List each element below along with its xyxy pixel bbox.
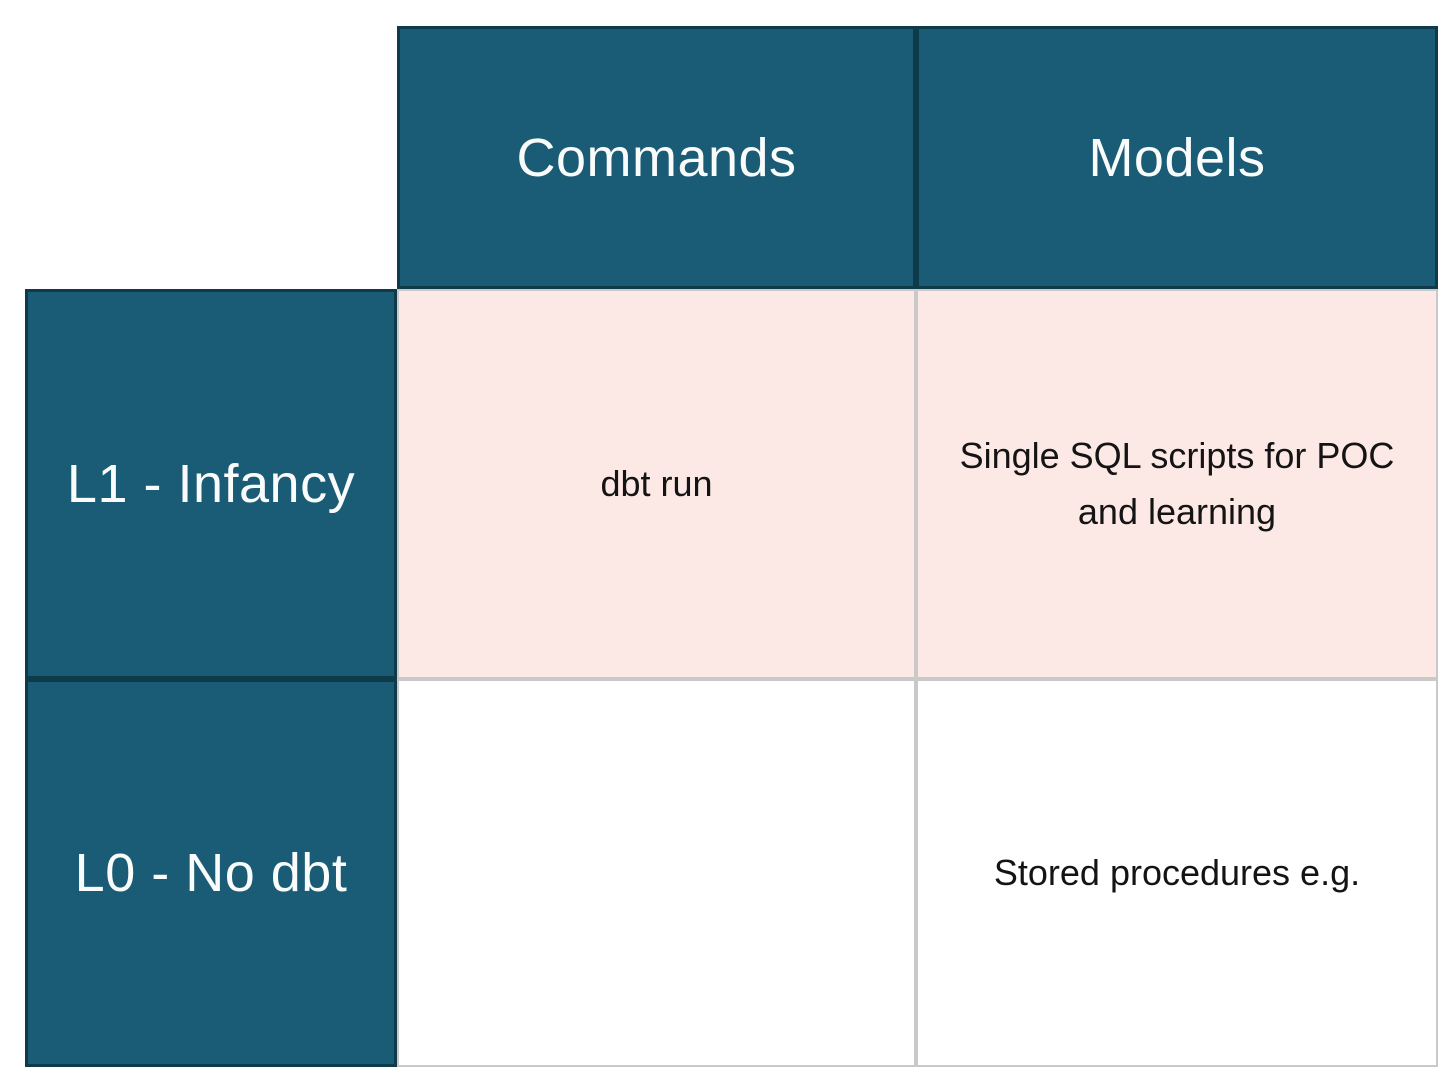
column-header-commands: Commands xyxy=(397,26,916,289)
cell-l1-commands: dbt run xyxy=(397,289,916,679)
cell-l0-models-text: Stored procedures e.g. xyxy=(993,852,1361,894)
corner-cell xyxy=(25,26,397,289)
cell-l0-models: Stored procedures e.g. xyxy=(916,679,1438,1067)
row-header-l1-infancy: L1 - Infancy xyxy=(25,289,397,679)
maturity-table: Commands Models L1 - Infancy dbt run Sin… xyxy=(25,26,1438,1067)
cell-l1-models-text: Single SQL scripts for POC and learning xyxy=(959,435,1395,532)
cell-l1-commands-text: dbt run xyxy=(600,463,713,505)
column-header-commands-label: Commands xyxy=(516,127,797,188)
cell-l1-models: Single SQL scripts for POC and learning xyxy=(916,289,1438,679)
row-header-l0-no-dbt-label: L0 - No dbt xyxy=(74,843,348,903)
column-header-models-label: Models xyxy=(1088,127,1266,188)
column-header-models: Models xyxy=(916,26,1438,289)
cell-l0-commands xyxy=(397,679,916,1067)
row-header-l1-infancy-label: L1 - Infancy xyxy=(66,454,356,514)
row-header-l0-no-dbt: L0 - No dbt xyxy=(25,679,397,1067)
